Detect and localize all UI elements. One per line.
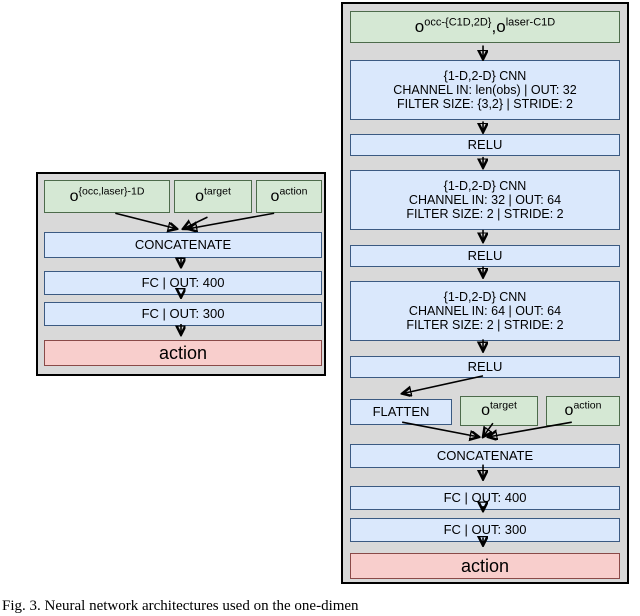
relu-block-2-label: RELU — [467, 247, 503, 263]
conv-layer-box-fc-400: FC | OUT: 400 — [350, 486, 620, 510]
conv-layer-box-concatenate: CONCATENATE — [350, 444, 620, 468]
left-architecture-panel: o{occ,laser}-1D otarget oaction CONCATEN… — [36, 172, 326, 376]
conv-layer-box-fc-300: FC | OUT: 300 — [350, 518, 620, 542]
cnn-block-2-line1: {1-D,2-D} CNN — [443, 179, 527, 193]
input-superscript-target: target — [204, 185, 231, 198]
input-separator: , — [491, 17, 497, 37]
conv-output-box-action: action — [350, 553, 620, 579]
input-superscript-occ-conv: occ-{C1D,2D} — [424, 16, 492, 29]
conv-input-symbol-target: otarget — [481, 399, 517, 420]
conv-output-label-action: action — [460, 555, 510, 576]
conv-input-superscript-action: action — [573, 399, 602, 412]
cnn-block-3: {1-D,2-D} CNN CHANNEL IN: 64 | OUT: 64 F… — [350, 281, 620, 341]
cnn-block-1-line1: {1-D,2-D} CNN — [443, 69, 527, 83]
layer-label-concatenate: CONCATENATE — [134, 236, 232, 252]
input-superscript-laser-conv: laser-C1D — [505, 16, 556, 29]
cnn-block-1-line2: CHANNEL IN: len(obs) | OUT: 32 — [393, 83, 577, 97]
cnn-block-3-line3: FILTER SIZE: 2 | STRIDE: 2 — [406, 318, 564, 332]
input-superscript-occ-laser-1d: {occ,laser}-1D — [78, 185, 145, 198]
figure-caption: Fig. 3. Neural network architectures use… — [2, 598, 359, 614]
relu-block-3: RELU — [350, 356, 620, 378]
input-box-action: oaction — [256, 180, 322, 213]
conv-input-box-action: oaction — [546, 396, 620, 426]
cnn-block-2-line2: CHANNEL IN: 32 | OUT: 64 — [408, 193, 562, 207]
output-box-action: action — [44, 340, 322, 366]
conv-layer-label-fc-400: FC | OUT: 400 — [443, 489, 527, 505]
relu-block-2: RELU — [350, 245, 620, 267]
layer-box-concatenate: CONCATENATE — [44, 232, 322, 258]
input-symbol-action: oaction — [270, 185, 308, 205]
cnn-block-1-line3: FILTER SIZE: {3,2} | STRIDE: 2 — [397, 97, 573, 111]
flatten-label: FLATTEN — [372, 403, 430, 419]
conv-layer-label-fc-300: FC | OUT: 300 — [443, 521, 527, 537]
right-architecture-panel: oocc-{C1D,2D},olaser-C1D {1-D,2-D} CNN C… — [341, 2, 629, 584]
relu-block-3-label: RELU — [467, 358, 503, 374]
input-symbol-target: otarget — [195, 185, 231, 205]
relu-block-1: RELU — [350, 134, 620, 156]
conv-layer-label-concatenate: CONCATENATE — [436, 447, 534, 463]
conv-input-superscript-target: target — [490, 399, 517, 412]
cnn-block-2: {1-D,2-D} CNN CHANNEL IN: 32 | OUT: 64 F… — [350, 170, 620, 230]
input-symbol-occ-laser-1d: o{occ,laser}-1D — [69, 185, 145, 205]
layer-box-fc-300: FC | OUT: 300 — [44, 302, 322, 326]
input-box-occ-laser-1d: o{occ,laser}-1D — [44, 180, 170, 213]
flatten-box: FLATTEN — [350, 399, 452, 425]
relu-block-1-label: RELU — [467, 136, 503, 152]
cnn-block-2-line3: FILTER SIZE: 2 | STRIDE: 2 — [406, 207, 564, 221]
cnn-block-3-line2: CHANNEL IN: 64 | OUT: 64 — [408, 304, 562, 318]
output-label-action: action — [158, 342, 208, 363]
conv-input-symbol-action: oaction — [564, 399, 602, 420]
layer-label-fc-300: FC | OUT: 300 — [141, 305, 225, 321]
conv-input-box-target: otarget — [460, 396, 538, 426]
layer-box-fc-400: FC | OUT: 400 — [44, 271, 322, 295]
input-box-target: otarget — [174, 180, 252, 213]
input-box-occ-laser-conv: oocc-{C1D,2D},olaser-C1D — [350, 11, 620, 43]
cnn-block-1: {1-D,2-D} CNN CHANNEL IN: len(obs) | OUT… — [350, 60, 620, 120]
input-superscript-action: action — [279, 185, 308, 198]
input-symbol-group-conv: oocc-{C1D,2D},olaser-C1D — [414, 16, 556, 37]
layer-label-fc-400: FC | OUT: 400 — [141, 274, 225, 290]
cnn-block-3-line1: {1-D,2-D} CNN — [443, 290, 527, 304]
